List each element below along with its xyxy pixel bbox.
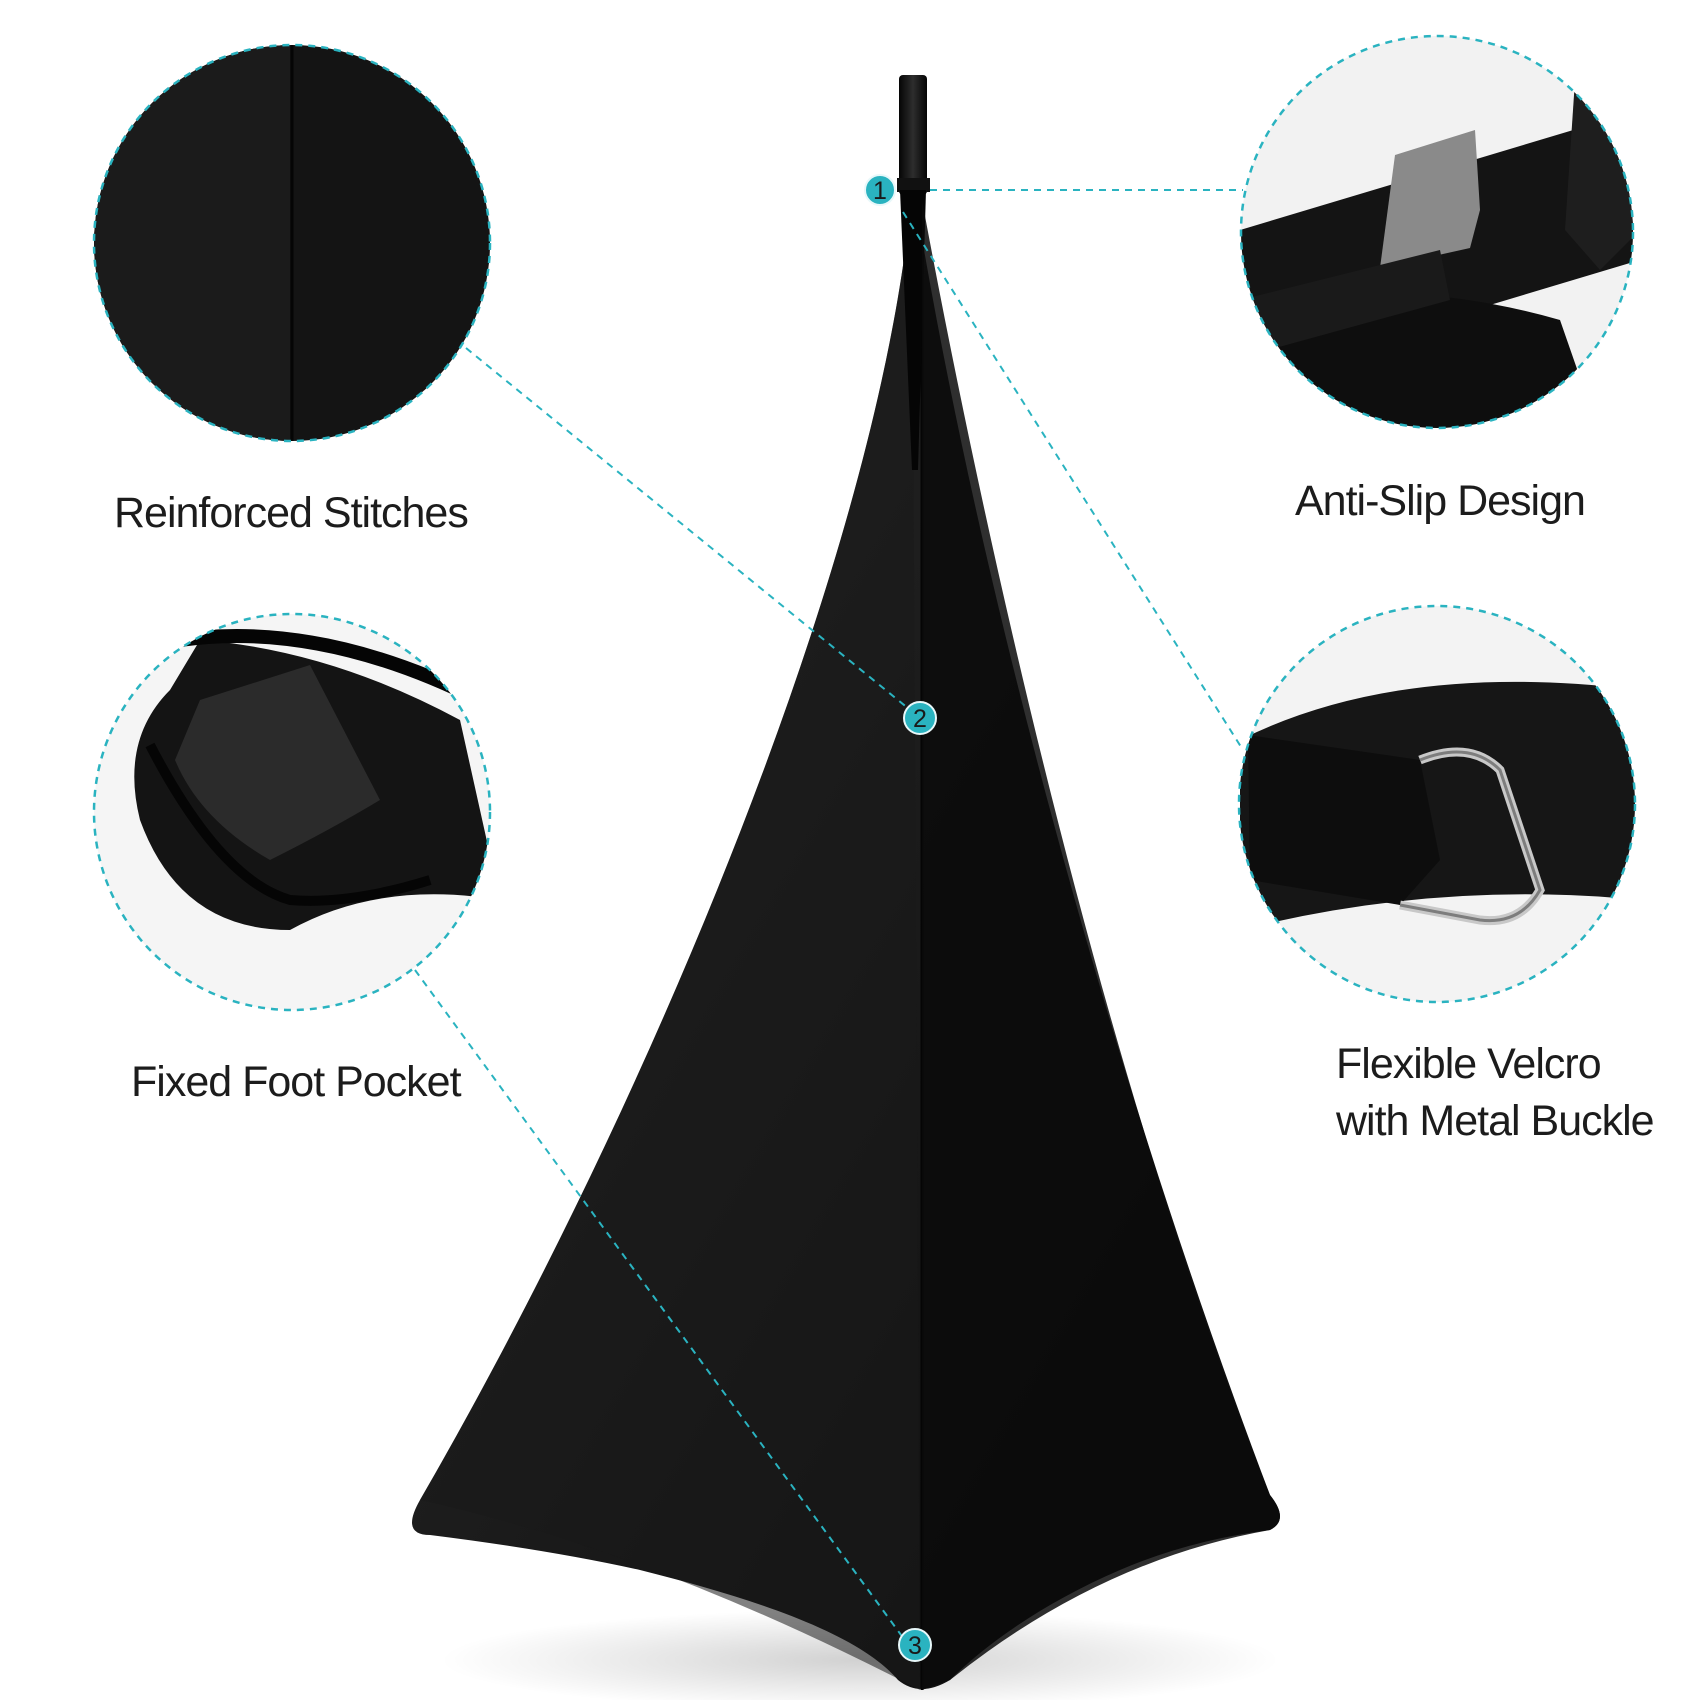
velcro-buckle-closeup [1237,604,1637,1004]
stitch-seam-closeup [92,43,492,443]
label-flexible-velcro: Flexible Velcro with Metal Buckle [1336,1036,1655,1150]
velcro-strap-closeup [1239,34,1635,430]
badge-1: 1 [864,174,896,206]
badge-2: 2 [903,701,937,735]
badge-1-number: 1 [873,177,887,205]
badge-3: 3 [898,1628,932,1662]
label-flexible-velcro-line2: with Metal Buckle [1336,1097,1655,1145]
label-anti-slip-design: Anti-Slip Design [1295,477,1586,525]
badge-2-number: 2 [913,705,927,733]
label-flexible-velcro-line1: Flexible Velcro [1336,1040,1602,1088]
label-fixed-foot-pocket: Fixed Foot Pocket [131,1058,462,1106]
callout-connectors [414,189,1244,1651]
stand-pole [897,75,930,195]
label-reinforced-stitches: Reinforced Stitches [114,489,469,537]
foot-pocket-closeup [92,612,492,1012]
badge-3-number: 3 [908,1632,922,1660]
tripod-cover [412,190,1280,1690]
